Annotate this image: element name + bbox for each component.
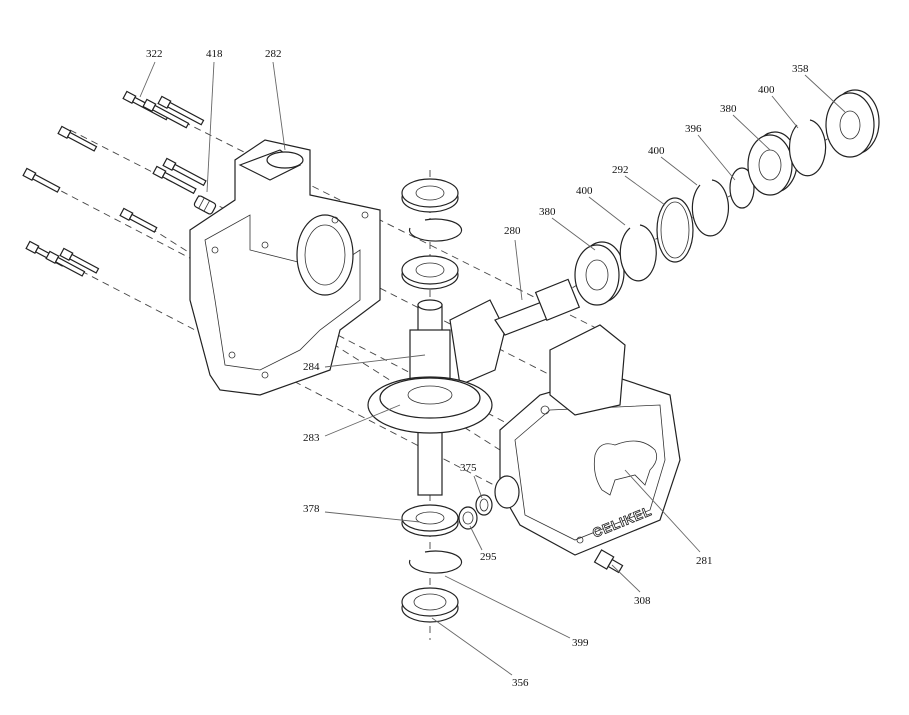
callout-400: 400 (758, 84, 775, 96)
callout-280: 280 (504, 225, 521, 237)
circlip-400-a (619, 224, 657, 282)
callout-leader-line (324, 404, 401, 437)
callout-leader-line (588, 196, 626, 226)
callout-leader-line (324, 354, 426, 368)
callout-leader-line (732, 114, 771, 151)
callout-399: 399 (572, 637, 589, 649)
ring-396 (729, 167, 755, 209)
callout-283: 283 (303, 432, 320, 444)
housing-281: CELIKEL (494, 324, 681, 556)
callout-leader-line (771, 95, 799, 129)
callout-284: 284 (303, 361, 320, 373)
upper-circlip (408, 218, 463, 242)
breather-418 (193, 195, 217, 215)
seal-356 (401, 587, 459, 623)
callout-leader-line (139, 61, 156, 98)
callout-400: 400 (648, 145, 665, 157)
callout-375: 375 (460, 462, 477, 474)
callout-leader-line (514, 239, 523, 301)
bearing-380-outer (747, 131, 798, 196)
callout-380: 380 (539, 206, 556, 218)
callout-leader-line (444, 575, 571, 639)
callout-leader-line (624, 469, 701, 553)
callout-leader-line (272, 61, 286, 151)
callout-292: 292 (612, 164, 629, 176)
housing-half-282 (189, 139, 381, 396)
callout-400: 400 (576, 185, 593, 197)
callout-358: 358 (792, 63, 809, 75)
seal-295 (458, 506, 478, 530)
callout-leader-line (473, 475, 483, 499)
bolts-322 (22, 90, 207, 277)
upper-bearing (401, 178, 459, 213)
callout-396: 396 (685, 123, 702, 135)
middle-bearing (401, 255, 459, 290)
circlip-400-b (691, 179, 729, 237)
callout-leader-line (804, 74, 846, 113)
pinion-gear-280 (449, 278, 581, 386)
callout-labels: 322 418 282 358 400 380 396 400 292 400 380 280 284 2… (139, 48, 846, 689)
callout-leader-line (660, 156, 698, 186)
callout-281: 281 (696, 555, 713, 567)
callout-308: 308 (634, 595, 651, 607)
callout-leader-line (431, 617, 513, 676)
callout-leader-line (206, 61, 215, 193)
callout-leader-line (551, 217, 596, 251)
circlip-400-c (788, 119, 827, 177)
bevel-gear-283 (367, 376, 493, 434)
circlip-399 (408, 550, 463, 574)
callout-leader-line (469, 525, 483, 551)
callout-418: 418 (206, 48, 223, 60)
ring-375 (475, 494, 493, 516)
drain-plug-308 (593, 549, 624, 574)
callout-leader-line (611, 564, 641, 593)
callout-380: 380 (720, 103, 737, 115)
callout-282: 282 (265, 48, 282, 60)
callout-leader-line (324, 511, 421, 523)
callout-322: 322 (146, 48, 163, 60)
bull-logo-icon (593, 440, 658, 496)
cap-358 (825, 89, 880, 158)
callout-378: 378 (303, 503, 320, 515)
ring-292 (656, 197, 694, 263)
bearing-378 (401, 504, 459, 537)
callout-295: 295 (480, 551, 497, 563)
callout-leader-line (624, 175, 666, 206)
callout-356: 356 (512, 677, 529, 689)
bearing-380-inner (574, 241, 625, 306)
callout-leader-line (697, 134, 736, 181)
